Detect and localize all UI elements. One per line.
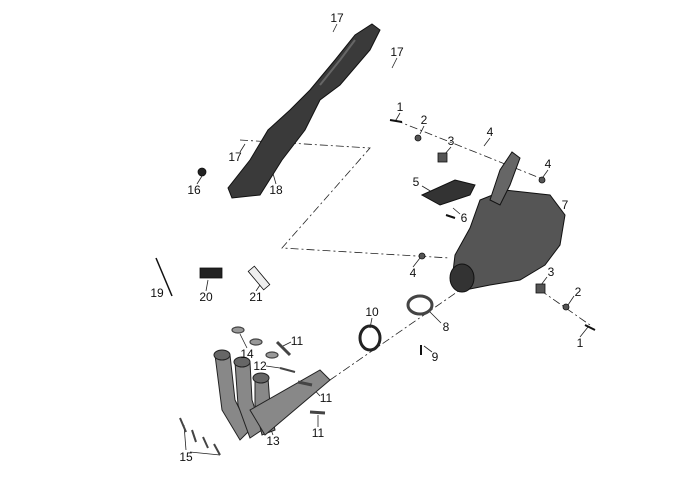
callout-8: 8 (442, 320, 450, 334)
callout-6: 6 (460, 211, 468, 225)
callout-11: 11 (319, 391, 333, 405)
nut-part-4 (538, 176, 546, 184)
muffler-hanger (489, 151, 521, 206)
rubber-part-3b (535, 283, 546, 294)
callout-4: 4 (544, 157, 552, 171)
gasket-part-14b (249, 338, 263, 346)
header-pipes-part-13 (213, 349, 331, 441)
bolt-part-1b (584, 324, 596, 331)
callout-17: 17 (390, 45, 404, 59)
callout-3: 3 (547, 265, 555, 279)
callout-4: 4 (486, 125, 494, 139)
heat-shield-part-18 (227, 23, 381, 199)
callout-2: 2 (420, 113, 428, 127)
band-part-19 (155, 257, 173, 297)
stud-part-15 (179, 417, 187, 433)
callout-12: 12 (253, 359, 267, 373)
callout-1: 1 (576, 336, 584, 350)
gasket-part-14 (231, 326, 245, 334)
callout-19: 19 (150, 286, 164, 300)
bolt-part-1 (389, 119, 403, 123)
washer-part-2b (562, 303, 570, 311)
assembly-line-heatshield (239, 139, 451, 259)
callout-18: 18 (269, 183, 283, 197)
stud-part-12 (279, 367, 296, 373)
rubber-part-3 (437, 152, 448, 163)
sensor-part-11c (309, 410, 326, 415)
callout-20: 20 (199, 290, 213, 304)
bolt-part-6 (445, 214, 456, 219)
gasket-part-10 (358, 324, 382, 352)
grommet-part-16 (197, 167, 207, 177)
callout-1: 1 (396, 100, 404, 114)
callout-17: 17 (330, 11, 344, 25)
callout-11: 11 (290, 334, 304, 348)
callout-5: 5 (412, 175, 420, 189)
callout-4: 4 (409, 266, 417, 280)
callout-16: 16 (187, 183, 201, 197)
gasket-part-14c (265, 351, 279, 359)
strap-part-21 (247, 265, 271, 291)
callout-14: 14 (240, 347, 254, 361)
assembly-line-muffler (329, 289, 461, 381)
callout-17: 17 (228, 150, 242, 164)
sensor-part-11b (297, 380, 313, 387)
callout-3: 3 (447, 134, 455, 148)
callout-10: 10 (365, 305, 379, 319)
callout-9: 9 (431, 350, 439, 364)
clamp-part-20 (199, 267, 223, 279)
nut-part-4b (418, 252, 426, 260)
clamp-part-8 (406, 294, 434, 316)
callout-7: 7 (561, 198, 569, 212)
washer-part-2 (414, 134, 422, 142)
callout-11: 11 (311, 426, 325, 440)
callout-15: 15 (179, 450, 193, 464)
assembly-line-bolt (539, 289, 591, 326)
sensor-part-11 (275, 340, 292, 357)
muffler-part-7 (451, 189, 566, 291)
callout-13: 13 (266, 434, 280, 448)
callout-2: 2 (574, 285, 582, 299)
assembly-line-top (394, 119, 546, 181)
callout-21: 21 (249, 290, 263, 304)
bracket-part-5 (420, 179, 476, 206)
